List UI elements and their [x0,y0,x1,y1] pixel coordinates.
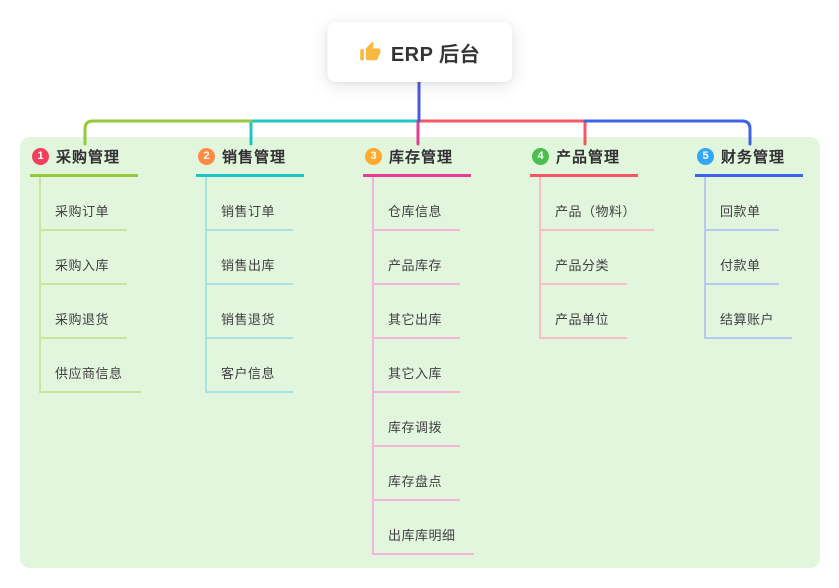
branch-number-badge: 2 [198,147,215,165]
branch-number-badge: 3 [365,147,382,165]
branch-5: 5 财务管理回款单付款单结算账户 [695,138,804,339]
child-node[interactable]: 销售订单 [207,177,294,231]
branch-1: 1 采购管理采购订单采购入库采购退货供应商信息 [30,138,141,393]
branch-title-5[interactable]: 5 财务管理 [695,138,804,177]
mindmap-panel [20,137,820,568]
branch-number-badge: 4 [532,147,549,165]
branch-title-3[interactable]: 3 库存管理 [363,138,472,177]
child-node[interactable]: 其它出库 [374,285,461,339]
child-node[interactable]: 客户信息 [207,339,294,393]
child-node[interactable]: 销售出库 [207,231,294,285]
branch-3: 3 库存管理仓库信息产品库存其它出库其它入库库存调拨库存盘点出库库明细 [363,138,474,555]
child-node[interactable]: 出库库明细 [374,501,474,555]
child-node[interactable]: 其它入库 [374,339,461,393]
child-node[interactable]: 结算账户 [706,285,793,339]
child-node[interactable]: 产品单位 [541,285,628,339]
branch-children: 回款单付款单结算账户 [704,177,793,339]
child-node[interactable]: 仓库信息 [374,177,461,231]
child-node[interactable]: 产品分类 [541,231,628,285]
branch-children: 销售订单销售出库销售退货客户信息 [205,177,294,393]
root-label: ERP 后台 [390,43,481,66]
branch-title-2[interactable]: 2 销售管理 [196,138,305,177]
branch-number-badge: 5 [697,147,714,165]
child-node[interactable]: 产品（物料） [541,177,655,231]
branch-title-1[interactable]: 1 采购管理 [30,138,139,177]
child-node[interactable]: 产品库存 [374,231,461,285]
child-node[interactable]: 采购退货 [41,285,128,339]
thumbs-up-icon [359,41,381,63]
branch-label: 销售管理 [222,148,287,166]
branch-label: 财务管理 [721,148,786,166]
branch-2: 2 销售管理销售订单销售出库销售退货客户信息 [196,138,305,393]
branch-number-badge: 1 [32,147,49,165]
child-node[interactable]: 库存盘点 [374,447,461,501]
branch-children: 采购订单采购入库采购退货供应商信息 [39,177,141,393]
child-node[interactable]: 回款单 [706,177,779,231]
child-node[interactable]: 采购订单 [41,177,128,231]
branch-children: 仓库信息产品库存其它出库其它入库库存调拨库存盘点出库库明细 [372,177,474,555]
child-node[interactable]: 库存调拨 [374,393,461,447]
branch-children: 产品（物料）产品分类产品单位 [539,177,655,339]
branch-4: 4 产品管理产品（物料）产品分类产品单位 [530,138,655,339]
child-node[interactable]: 供应商信息 [41,339,141,393]
branch-label: 库存管理 [389,148,454,166]
root-node[interactable]: ERP 后台 [326,22,513,82]
branch-label: 采购管理 [56,148,121,166]
child-node[interactable]: 付款单 [706,231,779,285]
child-node[interactable]: 销售退货 [207,285,294,339]
branch-title-4[interactable]: 4 产品管理 [530,138,639,177]
branch-label: 产品管理 [556,148,621,166]
child-node[interactable]: 采购入库 [41,231,128,285]
